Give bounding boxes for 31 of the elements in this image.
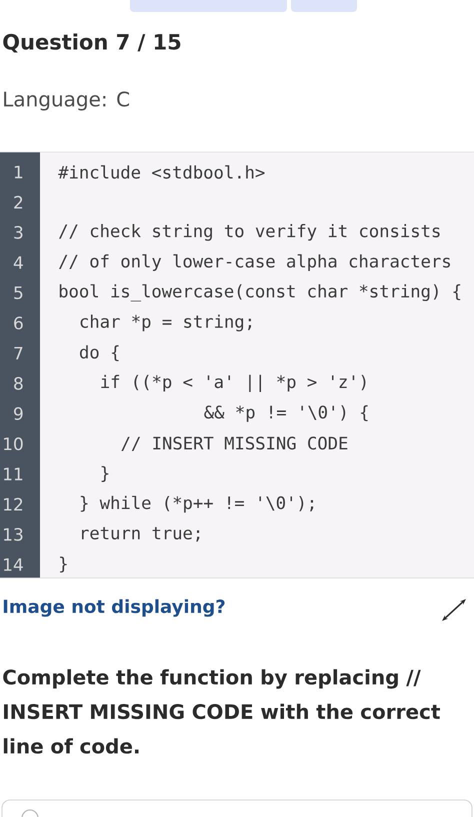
line-number: 2: [14, 196, 22, 209]
line-number: 6: [14, 316, 23, 330]
code-line: }: [60, 556, 67, 573]
line-number: 11: [4, 468, 22, 480]
line-number: 9: [14, 407, 23, 420]
code-line: char *p = string;: [80, 314, 251, 332]
line-number: 12: [4, 498, 22, 511]
line-number: 8: [14, 376, 23, 390]
code-line: // of only lower-case alpha characters: [59, 254, 450, 271]
line-number: 10: [4, 437, 23, 450]
code-line: if ((*p < 'a' || *p > 'z'): [101, 374, 366, 392]
code-line: }: [102, 466, 108, 482]
line-number: 4: [14, 256, 23, 269]
code-line: && *p != '\0') {: [204, 405, 368, 422]
help-link: Image not displaying?: [4, 599, 225, 617]
line-number: 3: [14, 226, 22, 239]
code-line: // INSERT MISSING CODE: [121, 436, 348, 451]
code-line: } while (*p++ != '\0');: [80, 496, 314, 513]
question-text: Complete the function by replacing // INSERT MISSING CODE with the correct line of code.: [3, 669, 440, 754]
line-number: 5: [14, 286, 22, 300]
code-line: return true;: [82, 527, 200, 542]
code-line: // check string to verify it consists: [59, 224, 440, 241]
code-line: do {: [80, 345, 119, 362]
question-heading: Question 7 / 15: [3, 34, 180, 53]
line-number: 7: [14, 347, 22, 360]
code-line: #include <stdbool.h>: [58, 165, 265, 179]
line-number: 13: [4, 528, 22, 541]
code-line: bool is_lowercase(const char *string) {: [60, 284, 460, 302]
line-number: 14: [4, 558, 23, 571]
language-label: Language: C: [4, 92, 129, 110]
line-number: 1: [14, 166, 22, 178]
